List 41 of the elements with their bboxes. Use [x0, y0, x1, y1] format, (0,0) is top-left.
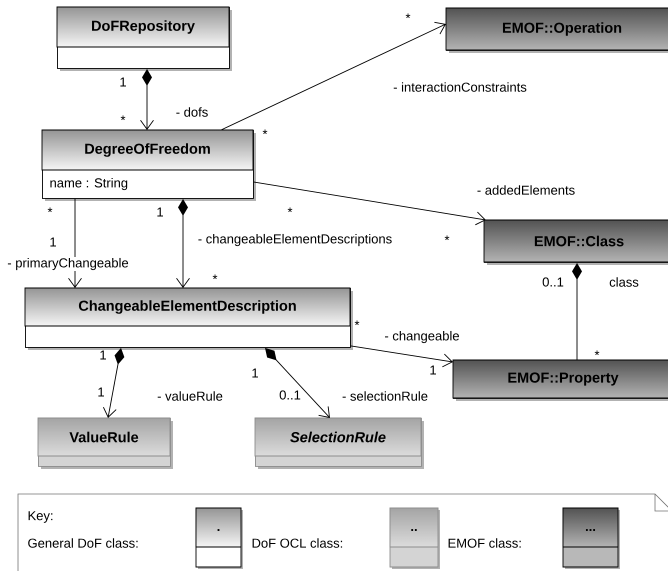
multiplicity-label: * [262, 130, 268, 134]
edge-label: - changeableElementDescriptions [196, 232, 394, 248]
class-box: EMOF::Operation [446, 8, 668, 53]
edge-label: - dofs [174, 106, 210, 118]
class-box: ChangeableElementDescription [24, 288, 353, 350]
multiplicity-label: * [406, 14, 410, 18]
class-box: DoFRepository [56, 6, 232, 71]
multiplicity-label: 1 [430, 366, 436, 374]
legend-text: DoF OCL class: [252, 538, 342, 548]
legend-text: EMOF class: [448, 538, 521, 548]
class-box: EMOF::Property [452, 360, 668, 401]
association-line [220, 22, 446, 130]
class-box: DegreeOfFreedom name : String [42, 130, 256, 201]
edge-label: - selectionRule [341, 390, 429, 402]
legend-sample: . [196, 508, 243, 569]
multiplicity-label: * [212, 274, 218, 280]
multiplicity-label: 1 [50, 238, 56, 246]
key-heading: Key: [28, 511, 52, 523]
multiplicity-label: 0..1 [542, 277, 564, 287]
class-box: SelectionRule [254, 418, 424, 469]
multiplicity-label: 0..1 [280, 390, 300, 400]
association-line [253, 182, 486, 226]
multiplicity-label: * [444, 236, 450, 240]
multiplicity-label: 1 [252, 368, 258, 378]
edge-label: class [608, 276, 640, 288]
legend-sample: .. [390, 508, 440, 569]
legend-text: General DoF class: [28, 538, 138, 548]
multiplicity-label: 1 [100, 350, 106, 360]
edge-label: - valueRule [156, 390, 224, 402]
multiplicity-label: * [288, 208, 292, 212]
edge-label: - changeable [383, 330, 461, 344]
class-box: EMOF::Class [484, 220, 668, 265]
multiplicity-label: 1 [98, 388, 104, 396]
edge-label: - primaryChangeable [6, 256, 130, 272]
edge-label: - addedElements [476, 184, 576, 196]
class-box: ValueRule [38, 418, 173, 469]
multiplicity-label: * [120, 116, 126, 120]
edge-label: - interactionConstraints [392, 81, 528, 93]
association-line [68, 198, 82, 288]
legend-sample: ... [562, 508, 620, 569]
association-line [350, 345, 453, 368]
